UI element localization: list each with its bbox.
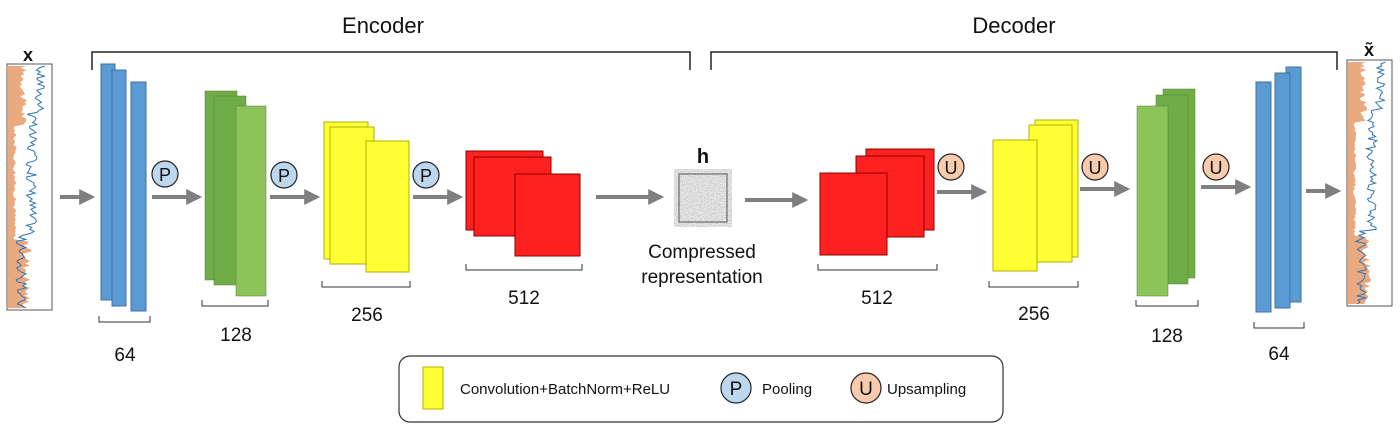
legend-upsample-symbol: U — [859, 379, 873, 400]
encoder-block-256 — [323, 121, 410, 273]
bottleneck-noise-image — [678, 173, 728, 223]
bottleneck-symbol: h — [697, 146, 709, 168]
bottleneck: h Compressed representation — [641, 146, 762, 288]
decoder-channels-64: 64 — [1268, 344, 1290, 365]
bottleneck-caption-1: Compressed — [648, 242, 756, 263]
pool-circle-2: P — [270, 161, 298, 189]
pool-circle-1: P — [151, 160, 179, 188]
encoder-title: Encoder — [342, 13, 424, 38]
output-signal: x̃ — [1346, 40, 1393, 307]
legend-pool-symbol: P — [730, 379, 743, 400]
decoder-block-128 — [1136, 88, 1196, 297]
output-signal-line — [1354, 61, 1386, 305]
upsample-symbol: U — [945, 158, 958, 178]
upsample-circle-3: U — [1202, 153, 1230, 181]
upsample-circle-2: U — [1081, 153, 1109, 181]
legend-upsample-circle — [850, 372, 882, 404]
upsample-symbol: U — [1089, 158, 1102, 178]
upsample-symbol: U — [1210, 158, 1223, 178]
legend-pool-label: Pooling — [762, 381, 812, 398]
decoder-channels-512: 512 — [861, 288, 893, 309]
decoder-block-64 — [1255, 66, 1302, 313]
encoder-block-128 — [204, 90, 267, 297]
bottleneck-caption-2: representation — [641, 267, 762, 288]
decoder-block-512 — [819, 148, 935, 256]
decoder-channels-128: 128 — [1151, 326, 1183, 347]
encoder-block-512 — [465, 150, 581, 257]
upsample-circle-1: U — [937, 153, 965, 181]
channel-brackets — [98, 264, 1305, 329]
pool-symbol: P — [420, 166, 432, 186]
legend-pool-circle — [720, 372, 752, 404]
encoder-block-64 — [100, 63, 147, 312]
decoder-bracket — [710, 51, 1338, 70]
input-label: x — [23, 45, 33, 65]
arrows — [60, 179, 1342, 208]
pool-symbol: P — [278, 166, 290, 186]
pool-circle-3: P — [412, 161, 440, 189]
input-signal-line — [15, 65, 46, 309]
encoder-channels-512: 512 — [508, 288, 540, 309]
input-signal: x — [6, 45, 53, 311]
decoder-channels-256: 256 — [1018, 304, 1050, 325]
decoder-title: Decoder — [972, 13, 1055, 38]
encoder-channels-256: 256 — [351, 305, 383, 326]
legend-upsample-label: Upsampling — [887, 381, 966, 398]
output-label: x̃ — [1364, 40, 1374, 60]
input-signal-fill — [8, 66, 32, 308]
encoder-channels-128: 128 — [220, 325, 252, 346]
decoder-block-256 — [992, 119, 1079, 272]
encoder-channels-64: 64 — [114, 345, 136, 366]
encoder-bracket — [91, 51, 691, 70]
pool-symbol: P — [159, 165, 171, 185]
legend-conv-swatch — [422, 366, 444, 410]
legend-conv-label: Convolution+BatchNorm+ReLU — [460, 381, 670, 398]
legend: Convolution+BatchNorm+ReLU P Pooling U U… — [398, 355, 1004, 423]
